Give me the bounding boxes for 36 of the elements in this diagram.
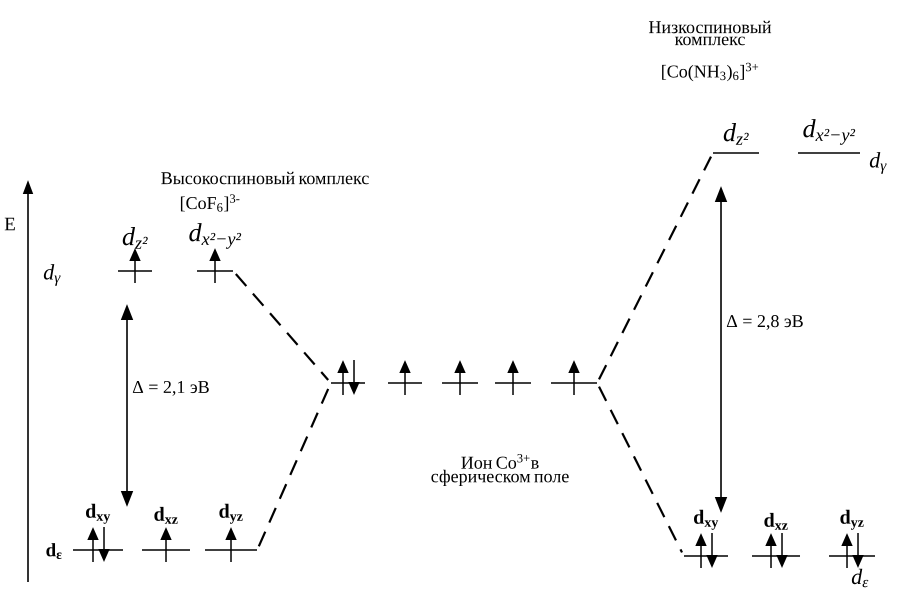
- text-label: Низкоспиновый комплекс: [648, 20, 772, 46]
- node-label: d$_{xy}$: [86, 504, 110, 524]
- dashed-line: [258, 386, 330, 547]
- text-label: E: [4, 218, 15, 230]
- energy-level: d$_{x²−y²}$: [189, 223, 242, 272]
- node-label: d$_{xz}$: [154, 506, 178, 524]
- text-label: d$_{γ}$: [870, 152, 887, 174]
- node-label: d$_{xy}$: [694, 510, 718, 530]
- edge-label: Δ = 2,1 эВ: [131, 380, 211, 397]
- dashed-line: [598, 156, 712, 380]
- energy-level: d$_{z²}$: [118, 227, 152, 272]
- text-label: Ион Co$^{3+}$в сферическом поле: [431, 454, 569, 486]
- node-label: d$_{x²−y²}$: [189, 223, 242, 249]
- text-label: [CoF$_{6}$]$^{3-}$: [180, 194, 240, 212]
- node-label: d$_{x²−y²}$: [803, 119, 856, 145]
- node-label: d$_{yz}$: [840, 510, 864, 530]
- energy-level: d$_{z²}$: [713, 123, 759, 154]
- text-label: [Co(NH$_{3}$)$_{6}$]$^{3+}$: [662, 62, 758, 82]
- energy-level: d$_{xz}$: [752, 512, 800, 557]
- edge-label: Δ = 2,8 эВ: [725, 314, 805, 331]
- node-label: d$_{z²}$: [724, 123, 749, 145]
- energy-level: d$_{x²−y²}$: [798, 119, 860, 154]
- dashed-line: [235, 273, 329, 381]
- text-label: Высокоспиновый комплекс: [161, 172, 369, 184]
- energy-level: d$_{yz}$: [205, 504, 257, 551]
- dashed-line: [598, 386, 683, 553]
- energy-level: d$_{xy}$: [684, 510, 728, 557]
- node-label: d$_{xz}$: [764, 512, 788, 530]
- energy-level: d$_{xz}$: [142, 506, 190, 551]
- text-label: d$_{ε}$: [46, 543, 62, 559]
- energy-level: d$_{yz}$: [829, 510, 875, 557]
- energy-level: d$_{xy}$: [73, 504, 123, 551]
- text-label: d$_{ε}$: [852, 568, 868, 588]
- node-label: d$_{yz}$: [219, 504, 243, 524]
- node-label: d$_{z²}$: [122, 227, 148, 249]
- text-label: d$_{γ}$: [44, 264, 61, 286]
